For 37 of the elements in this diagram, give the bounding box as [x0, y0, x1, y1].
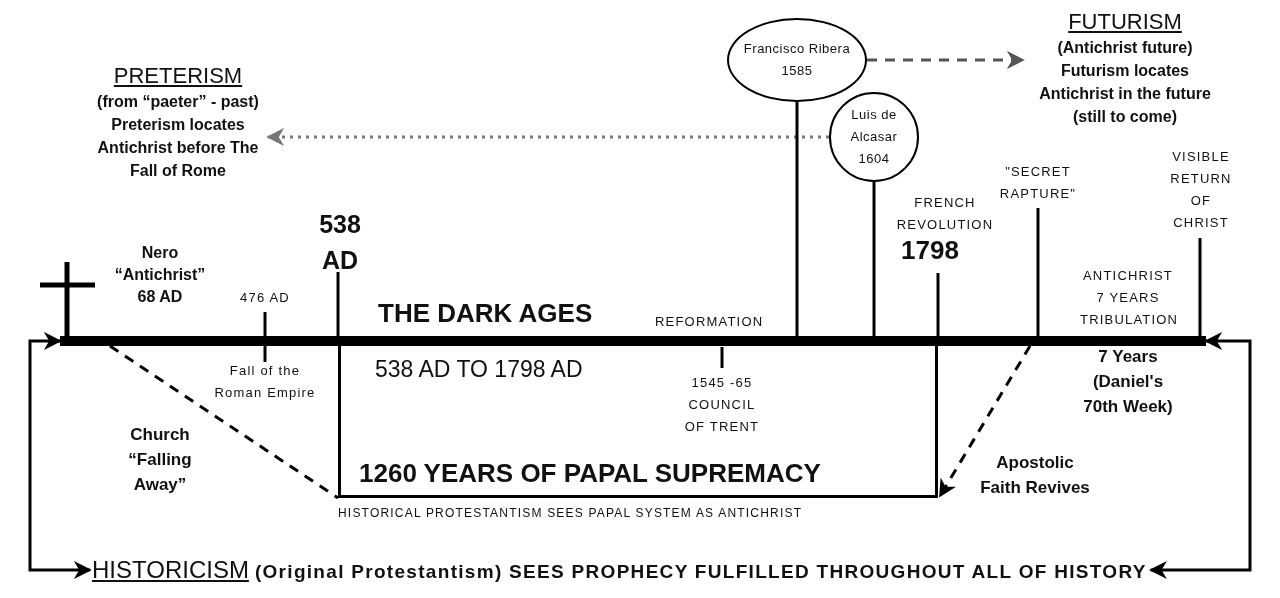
- dashed-arrow: [867, 51, 1025, 69]
- event-text: Luis de Alcasar 1604: [849, 106, 899, 168]
- annotation-text: VISIBLE RETURN OF CHRIST: [1169, 148, 1233, 232]
- annotation-text: 476 AD: [239, 289, 291, 307]
- description-text: (Antichrist future) Futurism locates Antichrist in the future (still to come): [1038, 38, 1212, 127]
- connector-line: [872, 182, 876, 336]
- annotation-text: FRENCH REVOLUTION: [895, 194, 995, 234]
- section-heading: PRETERISM: [112, 62, 244, 90]
- edge-label: Church “Falling Away”: [127, 424, 193, 496]
- section-heading: FUTURISM: [1067, 8, 1183, 36]
- period-text: 538 AD TO 1798 AD: [375, 356, 583, 383]
- period-frame: [338, 346, 938, 498]
- section-heading: HISTORICISM: [92, 556, 249, 583]
- timeline-label: 538 AD: [318, 209, 362, 276]
- dashed-arrow: [938, 345, 1032, 498]
- annotation-text: Fall of the Roman Empire: [213, 362, 317, 402]
- annotation-text: 1545 -65 COUNCIL OF TRENT: [683, 374, 761, 436]
- annotation-text: "SECRET RAPTURE": [998, 163, 1078, 203]
- dashed-arrow: [266, 128, 829, 146]
- timeline-label: 1798: [900, 235, 960, 266]
- connector-line: [28, 332, 92, 579]
- timeline-label: 7 Years (Daniel's 70th Week): [1082, 346, 1174, 418]
- event-ellipse: [829, 92, 919, 182]
- description-text: (from “paeter” - past) Preterism locates Antichrist before The Fall of Rome: [96, 92, 260, 181]
- caption-text: HISTORICAL PROTESTANTISM SEES PAPAL SYSTEM AS ANTICHRIST: [338, 505, 803, 522]
- event-ellipse: [727, 18, 867, 102]
- annotation-text: ANTICHRIST 7 YEARS TRIBULATION: [1080, 267, 1176, 329]
- annotation-text: REFORMATION: [655, 313, 765, 331]
- description-text: (Original Protestantism) SEES PROPHECY FULFILLED THROUGHOUT ALL OF HISTORY: [254, 561, 1147, 582]
- edge-label: Apostolic Faith Revives: [979, 452, 1091, 499]
- period-heading: 1260 YEARS OF PAPAL SUPREMACY: [359, 458, 821, 489]
- connector-line: [1148, 332, 1252, 579]
- event-text: Francisco Ribera 1585: [742, 40, 852, 80]
- timeline-label: THE DARK AGES: [378, 298, 594, 329]
- connector-line: [795, 102, 799, 336]
- timeline-bar: [60, 336, 1206, 346]
- timeline-label: Nero “Antichrist” 68 AD: [113, 243, 207, 307]
